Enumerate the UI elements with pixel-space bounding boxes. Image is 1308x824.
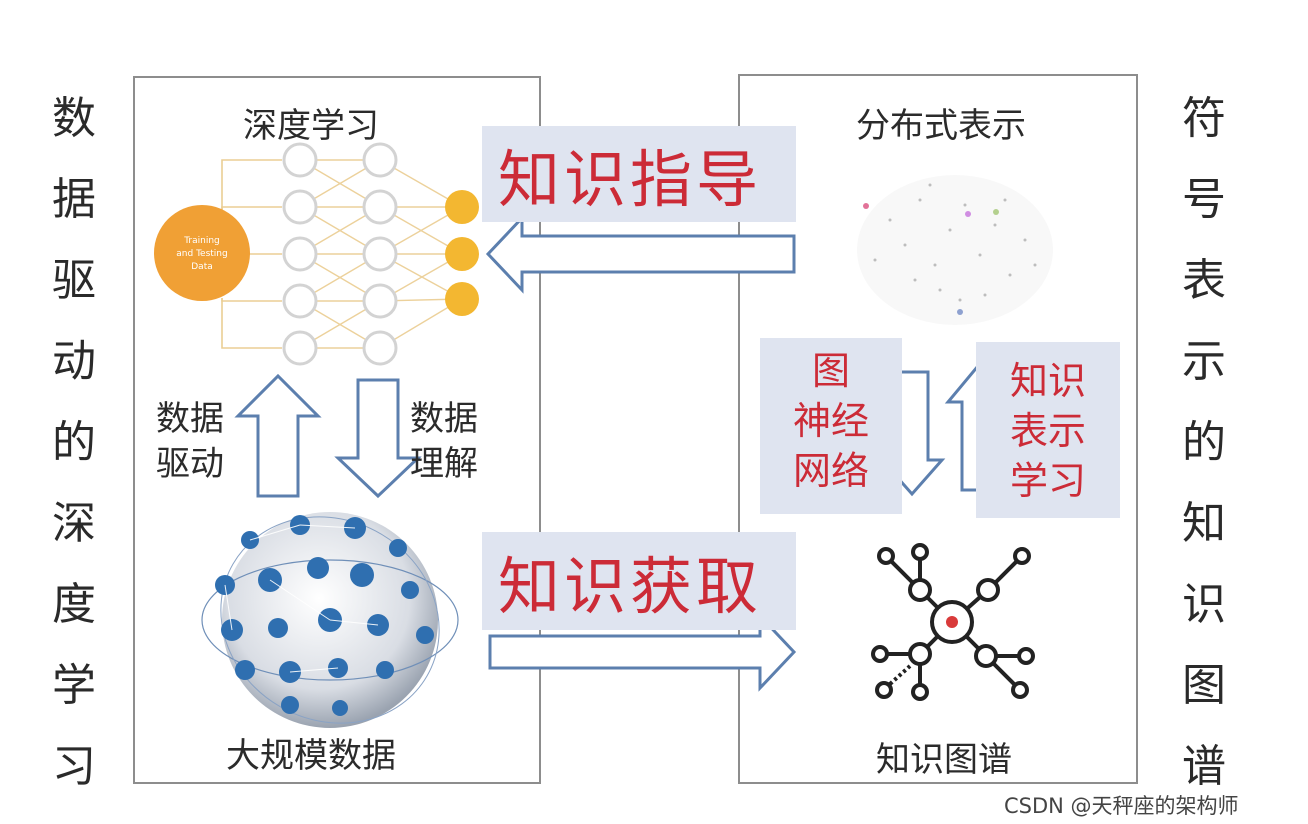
- right-title-char: 识: [1182, 579, 1226, 630]
- big-data-label: 大规模数据: [226, 736, 396, 776]
- down-arrow: [334, 378, 422, 499]
- left-title-char: 学: [52, 660, 96, 711]
- right-title-char: 图: [1182, 660, 1226, 711]
- distributed-representation-title: 分布式表示: [856, 106, 1026, 146]
- right-title-char: 知: [1182, 498, 1226, 549]
- right-title-char: 符: [1182, 93, 1226, 144]
- data-understanding-line: 数据: [410, 399, 478, 439]
- left-vertical-title: 数 据 驱 动 的 深 度 学 习: [44, 78, 104, 807]
- right-title-char: 表: [1182, 255, 1226, 306]
- watermark: CSDN @天秤座的架构师: [1004, 794, 1239, 818]
- left-title-char: 数: [52, 93, 96, 144]
- krl-label-line: 知识: [1009, 359, 1086, 403]
- right-title-char: 谱: [1182, 741, 1226, 792]
- deep-learning-title: 深度学习: [243, 106, 379, 146]
- data-driven-line: 数据: [156, 399, 224, 439]
- data-understanding-label: 数据 理解: [410, 397, 478, 487]
- gnn-label-line: 网络: [792, 449, 869, 493]
- gnn-label-line: 神经: [792, 399, 869, 443]
- right-title-char: 号: [1182, 174, 1226, 225]
- data-driven-label: 数据 驱动: [156, 397, 224, 487]
- up-arrow: [234, 373, 322, 498]
- gnn-label-line: 图: [811, 349, 850, 393]
- left-title-char: 据: [52, 174, 96, 225]
- knowledge-graph-icon: [871, 543, 1035, 701]
- data-understanding-line: 理解: [410, 444, 478, 484]
- krl-label-line: 表示: [1009, 409, 1086, 453]
- left-title-char: 度: [52, 579, 96, 630]
- left-title-char: 的: [52, 417, 96, 468]
- knowledge-acquisition-band: 知识获取: [482, 532, 796, 630]
- input-arrows: [221, 159, 282, 349]
- left-title-char: 驱: [52, 255, 96, 306]
- acquire-arrow: [488, 612, 797, 692]
- knowledge-guidance-band: 知识指导: [482, 126, 796, 222]
- right-vertical-title: 符 号 表 示 的 知 识 图 谱: [1174, 78, 1234, 807]
- data-driven-line: 驱动: [156, 444, 224, 484]
- training-data-circle: [154, 205, 250, 301]
- hidden-layer-nodes: [282, 142, 398, 366]
- right-title-char: 示: [1182, 336, 1226, 387]
- output-nodes: [445, 190, 479, 316]
- training-data-text: Training: [183, 236, 220, 246]
- guide-arrow: [485, 214, 796, 294]
- gnn-label-box: 图 神经 网络: [760, 338, 902, 514]
- krl-label-line: 学习: [1009, 459, 1086, 503]
- training-data-text: and Testing: [176, 249, 227, 259]
- left-title-char: 深: [52, 498, 96, 549]
- training-data-text: Data: [191, 262, 213, 272]
- right-title-char: 的: [1182, 417, 1226, 468]
- left-title-char: 动: [52, 336, 96, 387]
- knowledge-graph-label: 知识图谱: [876, 740, 1012, 780]
- big-data-globe: [201, 512, 459, 728]
- left-title-char: 习: [52, 741, 96, 792]
- krl-label-box: 知识 表示 学习: [976, 342, 1120, 518]
- distributed-representation-cloud: [857, 175, 1053, 325]
